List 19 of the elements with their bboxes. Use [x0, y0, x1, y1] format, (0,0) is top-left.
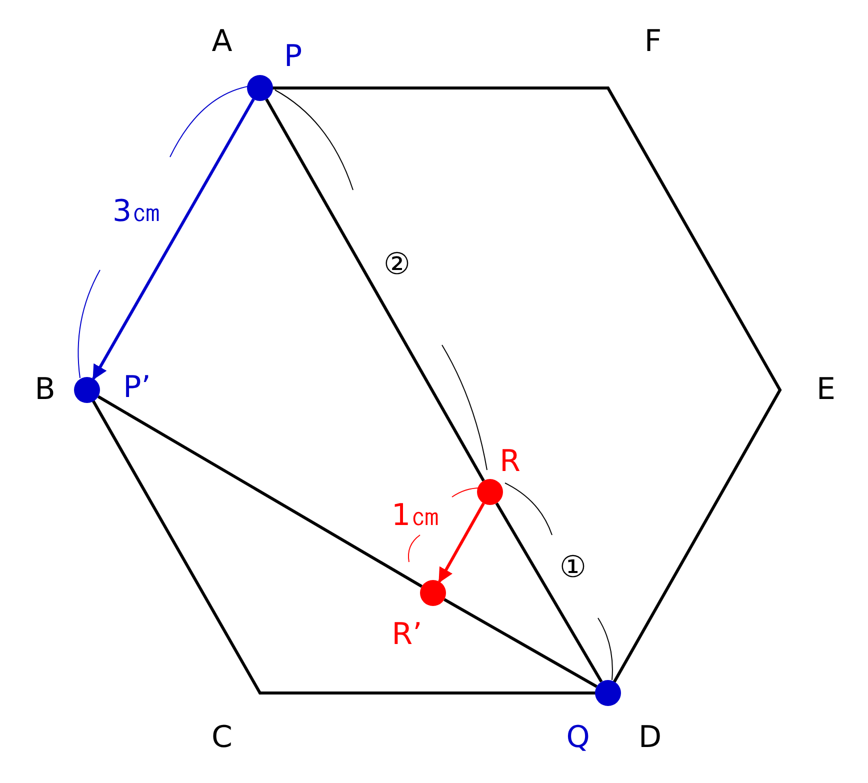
point-label: P’ [123, 371, 151, 405]
point-label: P [284, 40, 302, 74]
segment-ratio: ② [384, 248, 410, 282]
vertex-label: A [212, 25, 232, 59]
vertex-label: E [816, 373, 836, 407]
point-label: Q [566, 721, 590, 755]
arrow [92, 98, 255, 380]
line [97, 395, 423, 588]
point-label: R [500, 445, 520, 479]
point-label: R’ [392, 618, 422, 652]
line [265, 98, 485, 482]
arrow [438, 502, 485, 583]
vertex-label: D [638, 721, 662, 755]
vertex-label: B [34, 373, 56, 407]
segment-ratio: ① [560, 551, 586, 585]
line [444, 598, 598, 688]
vertex-label: F [644, 25, 662, 59]
line [495, 502, 603, 683]
vertex-label: C [212, 721, 232, 755]
